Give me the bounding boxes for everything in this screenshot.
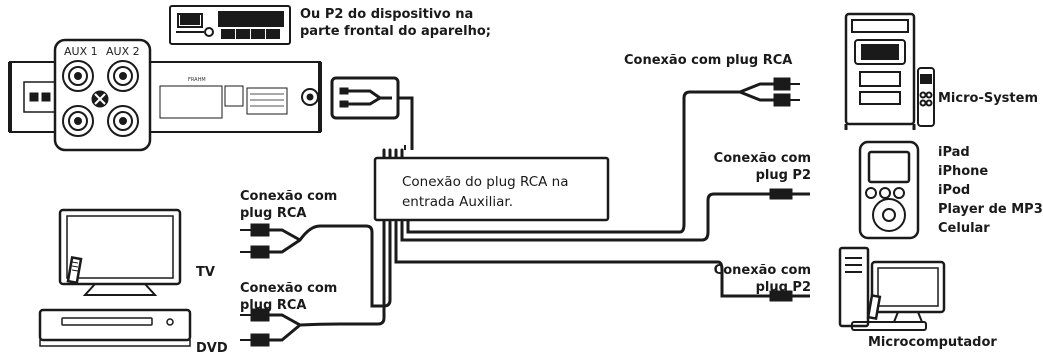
label-p2-computer-line2: plug P2 <box>755 280 811 295</box>
label-rca-dvd-line2: plug RCA <box>240 298 307 313</box>
label-dvd: DVD <box>196 341 228 356</box>
rca-plug-micro-system <box>739 77 800 107</box>
aux-input-box-line2: entrada Auxiliar. <box>402 194 514 210</box>
portable-item: Celular <box>938 221 990 236</box>
aux1-label: AUX 1 <box>64 45 98 58</box>
aux-input-box-text: Conexão do plug RCA na entrada Auxiliar. <box>402 172 568 212</box>
p2-plug-upper <box>769 188 810 200</box>
front-panel-note: Ou P2 do dispositivo na parte frontal do… <box>300 6 491 40</box>
front-panel-note-line1: Ou P2 do dispositivo na <box>300 7 474 22</box>
label-rca-dvd: Conexão com plug RCA <box>240 280 337 314</box>
dvd-player-icon <box>38 308 192 347</box>
label-rca-tv-line1: Conexão com <box>240 189 338 204</box>
label-rca-dvd-line1: Conexão com <box>240 281 338 296</box>
aux-input-box-line1: Conexão do plug RCA na <box>402 174 569 190</box>
label-p2-computer-line1: Conexão com <box>713 263 811 278</box>
p2-plug-lower <box>769 290 810 302</box>
label-rca-tv: Conexão com plug RCA <box>240 188 337 222</box>
label-p2-portable-line2: plug P2 <box>755 168 811 183</box>
rca-plug-callout <box>330 76 414 150</box>
portable-player-icon <box>858 140 920 240</box>
portable-item: iPhone <box>938 164 989 179</box>
aux2-label: AUX 2 <box>106 45 140 58</box>
computer-icon <box>838 246 946 331</box>
portable-item: Player de MP3 <box>938 202 1043 217</box>
cables <box>298 90 780 327</box>
tv-icon <box>58 208 182 296</box>
label-p2-computer: Conexão com plug P2 <box>714 262 811 296</box>
micro-system-icon <box>844 12 935 130</box>
label-computer: Microcomputador <box>868 335 997 350</box>
rca-plug-tv <box>240 223 301 259</box>
rca-plug-dvd <box>240 308 301 347</box>
label-micro-system: Micro-System <box>938 91 1038 106</box>
amplifier-brand: FRAHM <box>188 77 206 83</box>
label-rca-tv-line2: plug RCA <box>240 206 307 221</box>
label-p2-portable: Conexão com plug P2 <box>714 150 811 184</box>
label-rca-micro-system: Conexão com plug RCA <box>624 53 793 68</box>
front-panel-device-icon <box>169 5 291 45</box>
aux-input-box <box>373 156 610 222</box>
front-panel-note-line2: parte frontal do aparelho; <box>300 24 491 39</box>
label-portable-list: iPad iPhone iPod Player de MP3 Celular <box>938 143 1043 238</box>
label-tv: TV <box>196 265 215 280</box>
portable-item: iPad <box>938 145 970 160</box>
label-p2-portable-line1: Conexão com <box>713 151 811 166</box>
aux-connector-panel <box>53 38 152 152</box>
portable-item: iPod <box>938 183 971 198</box>
